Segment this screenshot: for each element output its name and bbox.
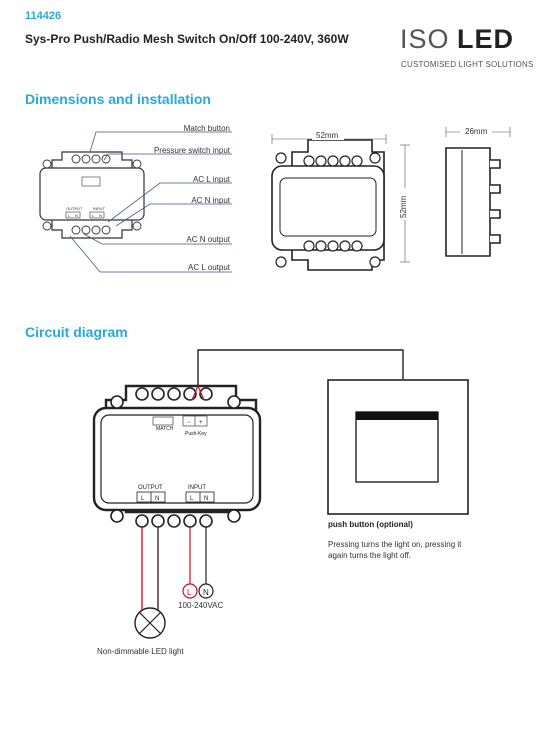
callout-ac-l-input: AC L input [192,175,230,184]
match-button-shape [152,416,174,426]
small-module-drawing [39,151,145,239]
small-input-label: INPUT [93,206,106,211]
callout-pressure-switch: Pressure switch input [153,146,230,155]
circuit-section-title: Circuit diagram [25,324,128,340]
logo-iso-text: ISO [400,24,450,54]
small-output-label: OUTPUT [66,206,83,211]
width-label-bg [312,130,344,140]
input-n: N [204,496,208,502]
push-key-minus: − [187,420,191,426]
depth-label-bg [460,124,492,134]
supply-l-symbol [182,583,198,599]
module-drawing [92,384,262,514]
circuit-diagram: MATCH − + Push-Key OUTPUT INPUT L N L N … [92,349,469,639]
push-key-label: Push-Key [185,431,207,437]
push-button-title: push button (optional) [328,520,413,529]
small-in-n: N [99,213,102,218]
callout-ac-n-input: AC N input [191,196,230,205]
input-l: L [190,496,194,502]
supply-n-letter: N [203,588,209,597]
push-key-plus: + [199,420,203,426]
push-button-drawing [327,379,469,515]
red-push-wires [191,385,205,401]
dimensions-section-title: Dimensions and installation [25,91,211,107]
input-label: INPUT [188,485,206,491]
height-label: 52mm [399,195,408,218]
logo-tagline: CUSTOMISED LIGHT SOLUTIONS [401,60,534,69]
callout-match-button: Match button [183,124,230,133]
match-label: MATCH [156,426,174,432]
isoled-logo: ISO LED [400,24,514,54]
small-out-l: L [68,213,71,218]
supply-l-letter: L [187,588,192,597]
article-number: 114426 [25,10,62,22]
output-label: OUTPUT [138,485,163,491]
depth-label: 26mm [465,127,488,136]
push-button-description: Pressing turns the light on, pressing it… [328,540,462,560]
lamp-caption: Non-dimmable LED light [97,647,184,656]
output-n: N [155,496,159,502]
product-title: Sys-Pro Push/Radio Mesh Switch On/Off 10… [25,32,349,46]
side-view-drawing [445,147,501,257]
small-out-n: N [75,213,78,218]
push-button-wire [197,349,404,386]
callout-ac-n-output: AC N output [186,235,230,244]
height-label-bg [398,188,410,220]
width-label: 52mm [316,131,339,140]
logo-led-text: LED [457,24,514,54]
callout-lines [69,131,232,273]
supply-n-symbol [198,583,214,599]
supply-voltage: 100-240VAC [178,601,224,610]
dimensions-drawings: OUTPUT INPUT L N L N 52mm 52mm [39,124,511,273]
small-in-l: L [92,213,95,218]
output-l: L [141,496,145,502]
front-view-drawing [271,139,385,271]
callout-ac-l-output: AC L output [188,263,230,272]
